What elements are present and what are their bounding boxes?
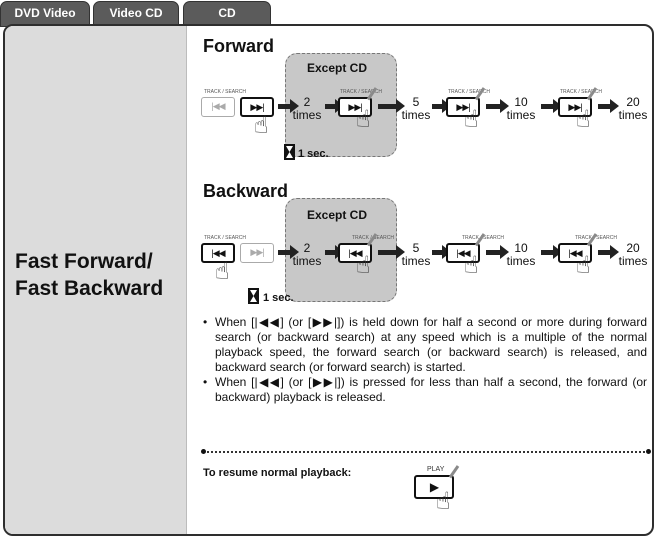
- hourglass-icon: [248, 288, 259, 304]
- pointing-hand-icon: ☝: [356, 252, 371, 279]
- skip-forward-icon: ▶▶|: [446, 97, 480, 117]
- arrow: [541, 99, 562, 113]
- button-caption: TRACK / SEARCH: [340, 89, 382, 95]
- tab-label: CD: [218, 6, 236, 20]
- arrow: [486, 245, 509, 259]
- skip-backward-icon: |◀◀: [201, 243, 235, 263]
- button-caption: TRACK / SEARCH: [204, 89, 246, 95]
- section-title: Fast Forward/ Fast Backward: [15, 248, 185, 302]
- skip-backward-icon: |◀◀: [558, 243, 592, 263]
- forward-heading: Forward: [203, 36, 275, 56]
- tab-cd[interactable]: CD: [183, 1, 271, 27]
- skip-forward-button-ghost: ▶▶|: [240, 243, 274, 263]
- skip-backward-button-ghost: |◀◀: [201, 97, 235, 117]
- arrow: [278, 245, 299, 259]
- hold-time: 1 sec.: [298, 148, 329, 160]
- skip-backward-icon: |◀◀: [338, 243, 372, 263]
- arrow: [378, 99, 405, 113]
- arrow: [325, 245, 344, 259]
- skip-forward-icon: ▶▶|: [240, 97, 274, 117]
- button-caption: TRACK / SEARCH: [204, 235, 246, 241]
- pointing-hand-icon: ☝: [215, 258, 230, 285]
- arrow: [325, 99, 344, 113]
- hold-time: 1 sec.: [263, 292, 294, 304]
- arrow: [378, 245, 405, 259]
- arrow: [486, 99, 509, 113]
- arrow: [598, 99, 619, 113]
- except-cd-label: Except CD: [307, 208, 368, 222]
- pointing-hand-icon: ☝: [464, 252, 479, 279]
- play-icon: ▶: [414, 475, 454, 499]
- arrow: [432, 245, 451, 259]
- skip-backward-icon: |◀◀: [446, 243, 480, 263]
- pointing-hand-icon: ☝: [576, 106, 591, 133]
- button-caption: TRACK / SEARCH: [575, 235, 617, 241]
- except-cd-label: Except CD: [307, 61, 368, 75]
- arrow: [278, 99, 299, 113]
- skip-forward-icon: ▶▶|: [338, 97, 372, 117]
- skip-forward-icon: ▶▶|: [558, 97, 592, 117]
- tab-label: Video CD: [109, 6, 163, 20]
- tab-dvd-video[interactable]: DVD Video: [0, 1, 90, 27]
- section-title-line: Fast Forward/: [15, 250, 153, 273]
- arrow: [598, 245, 619, 259]
- disc-type-tabs: DVD Video Video CD CD: [0, 0, 657, 28]
- button-caption: TRACK / SEARCH: [448, 89, 490, 95]
- play-caption: PLAY: [427, 466, 445, 473]
- pointing-hand-icon: ☝: [356, 106, 371, 133]
- note-item: •When [|◀◀] (or [▶▶|]) is held down for …: [203, 315, 647, 374]
- note-item: •When [|◀◀] (or [▶▶|]) is pressed for le…: [203, 375, 647, 404]
- section-title-line: Fast Backward: [15, 277, 164, 300]
- arrow: [541, 245, 562, 259]
- sidebar: Fast Forward/ Fast Backward: [5, 26, 187, 534]
- pointing-hand-icon: ☝: [464, 106, 479, 133]
- notes: •When [|◀◀] (or [▶▶|]) is held down for …: [203, 315, 647, 405]
- backward-heading: Backward: [203, 181, 289, 201]
- pointing-hand-icon: ☝: [436, 488, 451, 515]
- button-caption: TRACK / SEARCH: [560, 89, 602, 95]
- pointing-hand-icon: ☝: [576, 252, 591, 279]
- resume-label: To resume normal playback:: [203, 467, 352, 479]
- pointing-hand-icon: ☝: [254, 112, 269, 139]
- hourglass-icon: [284, 144, 295, 160]
- divider: [201, 449, 651, 454]
- tab-label: DVD Video: [14, 6, 76, 20]
- arrow: [432, 99, 451, 113]
